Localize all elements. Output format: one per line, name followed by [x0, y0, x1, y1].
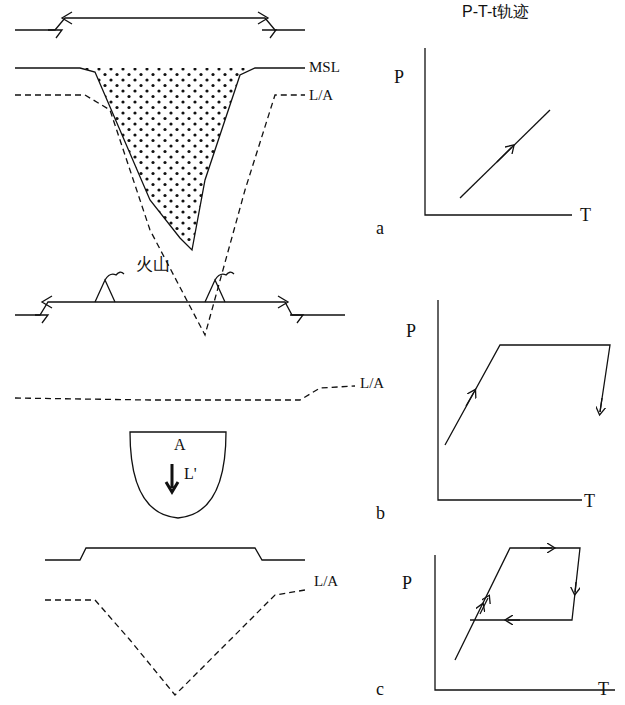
lithosphere-root: A L' [128, 430, 228, 520]
boundary-label: L/A [360, 376, 384, 391]
panel-letter: c [376, 680, 384, 698]
axis-label: P [406, 322, 416, 340]
axis-label: P [402, 574, 412, 592]
axis-label: T [584, 492, 595, 510]
volcano-label: 火山 [136, 256, 170, 273]
root-text: L' [184, 466, 197, 482]
axis-label: T [598, 680, 609, 698]
axis-label: P [394, 68, 404, 86]
title-label: P-T-t轨迹 [462, 4, 529, 20]
level-label: MSL [309, 60, 340, 75]
boundary-label: L/A [314, 574, 338, 589]
axis-label: T [580, 206, 591, 224]
panel-letter: a [376, 219, 384, 237]
root-text: A [174, 437, 186, 453]
panel-letter: b [376, 504, 385, 522]
boundary-label: L/A [309, 88, 333, 103]
